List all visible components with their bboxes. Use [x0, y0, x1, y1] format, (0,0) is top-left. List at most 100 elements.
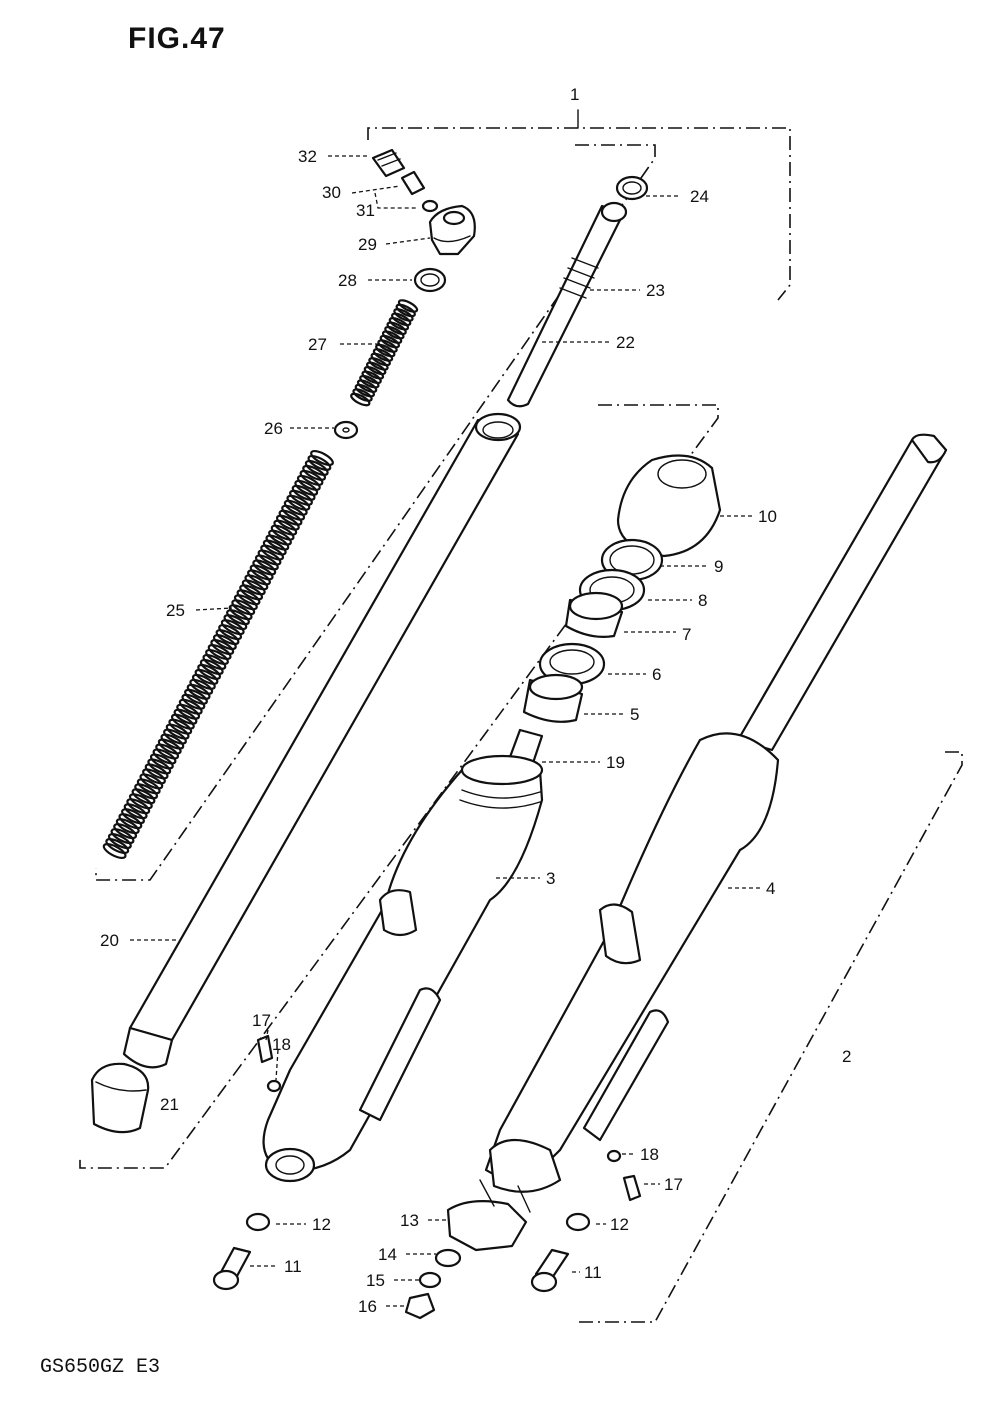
- spring-coil: [370, 352, 391, 367]
- callout-18-right: 18: [640, 1145, 659, 1164]
- spring-coil: [310, 449, 334, 467]
- spring-coil: [113, 823, 138, 840]
- part-17-drain-screw-left: [256, 1034, 274, 1064]
- part-11-bolt-left: [212, 1246, 252, 1291]
- spring-coil: [157, 738, 182, 755]
- spring-coil: [307, 454, 332, 471]
- part-27-spacer-spring: [350, 299, 419, 407]
- spring-coil: [275, 514, 300, 531]
- part-7-seal-spacer: [564, 591, 624, 638]
- part-18-gasket-left: [266, 1079, 282, 1093]
- spring-coil: [381, 330, 403, 344]
- spring-coil: [215, 629, 240, 646]
- spring-coil: [205, 648, 229, 666]
- spring-coil: [356, 379, 378, 393]
- spring-coil: [397, 299, 419, 313]
- spring-coil: [178, 698, 203, 715]
- part-16-nut: [404, 1292, 436, 1320]
- spring-coil: [115, 818, 140, 835]
- spring-coil: [228, 604, 253, 621]
- spring-coil: [257, 549, 282, 566]
- callout-17-right: 17: [664, 1175, 683, 1194]
- spring-coil: [210, 639, 235, 656]
- spring-coil: [165, 723, 190, 740]
- part-32-cap-bolt: [371, 148, 406, 178]
- spring-coil: [354, 383, 375, 398]
- callout-20: 20: [100, 931, 119, 950]
- part-18-gasket-right: [606, 1149, 622, 1163]
- part-29-fork-cap: [428, 204, 476, 256]
- spring-coil: [160, 733, 185, 750]
- spring-coil: [207, 644, 232, 661]
- callout-21: 21: [160, 1095, 179, 1114]
- spring-coil: [294, 479, 319, 496]
- callout-1: 1: [570, 85, 579, 104]
- spring-coil: [149, 753, 174, 770]
- part-20-inner-tube: [122, 412, 522, 1069]
- spring-coil: [260, 544, 285, 561]
- callout-24: 24: [690, 187, 709, 206]
- part-17-drain-screw-right: [622, 1174, 642, 1202]
- callout-7: 7: [682, 625, 691, 644]
- part-30-air-valve: [400, 170, 439, 213]
- spring-coil: [218, 624, 243, 641]
- spring-coil: [181, 693, 206, 710]
- part-12-washer-right: [565, 1212, 591, 1232]
- spring-coil: [366, 361, 387, 376]
- spring-coil: [273, 519, 298, 536]
- spring-coil: [199, 658, 224, 675]
- spring-coil: [163, 728, 187, 745]
- callout-18-left: 18: [272, 1035, 291, 1054]
- spring-coil: [302, 464, 327, 481]
- group-box-left: [95, 144, 656, 881]
- spring-coil: [379, 334, 400, 349]
- spring-coil: [244, 574, 269, 591]
- spring-coil: [375, 343, 396, 358]
- callout-32: 32: [298, 147, 317, 166]
- spring-coil: [372, 348, 394, 362]
- spring-coil: [304, 459, 329, 476]
- spring-coil: [220, 619, 245, 636]
- callout-17-left: 17: [252, 1011, 271, 1030]
- callout-28: 28: [338, 271, 357, 290]
- spring-coil: [194, 668, 219, 685]
- callout-19: 19: [606, 753, 625, 772]
- part-25-fork-spring: [102, 449, 334, 860]
- spring-coil: [233, 594, 258, 611]
- spring-coil: [368, 357, 389, 371]
- spring-coil: [170, 713, 195, 730]
- spring-coil: [350, 392, 371, 407]
- spring-coil: [223, 614, 248, 631]
- spring-coil: [361, 370, 382, 385]
- spring-coil: [121, 808, 145, 825]
- callout-22: 22: [616, 333, 635, 352]
- part-26-washer: [333, 420, 359, 440]
- callout-15: 15: [366, 1271, 385, 1290]
- spring-coil: [131, 788, 156, 805]
- assembly-bracket-1: [367, 109, 791, 301]
- spring-coil: [286, 494, 311, 511]
- assembly-bracket-2: [575, 751, 963, 1323]
- figure-title: FIG.47: [128, 22, 226, 55]
- spring-coil: [142, 768, 166, 785]
- spring-coil: [247, 569, 271, 586]
- spring-coil: [377, 339, 398, 353]
- part-14-washer: [434, 1248, 462, 1268]
- spring-coil: [123, 803, 148, 820]
- spring-coil: [249, 564, 274, 581]
- model-code: GS650GZ E3: [40, 1356, 161, 1379]
- spring-coil: [252, 559, 277, 576]
- part-15-spring-washer: [418, 1271, 442, 1289]
- spring-coil: [186, 683, 211, 700]
- callout-14: 14: [378, 1245, 397, 1264]
- part-22-damper-rod: [506, 201, 628, 408]
- spring-coil: [262, 539, 287, 556]
- callout-10: 10: [758, 507, 777, 526]
- spring-coil: [281, 504, 306, 521]
- spring-coil: [144, 763, 169, 780]
- part-24-oil-lock-ring: [615, 175, 649, 201]
- part-10-dust-seal: [616, 454, 722, 558]
- callout-12-left: 12: [312, 1215, 331, 1234]
- spring-coil: [107, 833, 132, 850]
